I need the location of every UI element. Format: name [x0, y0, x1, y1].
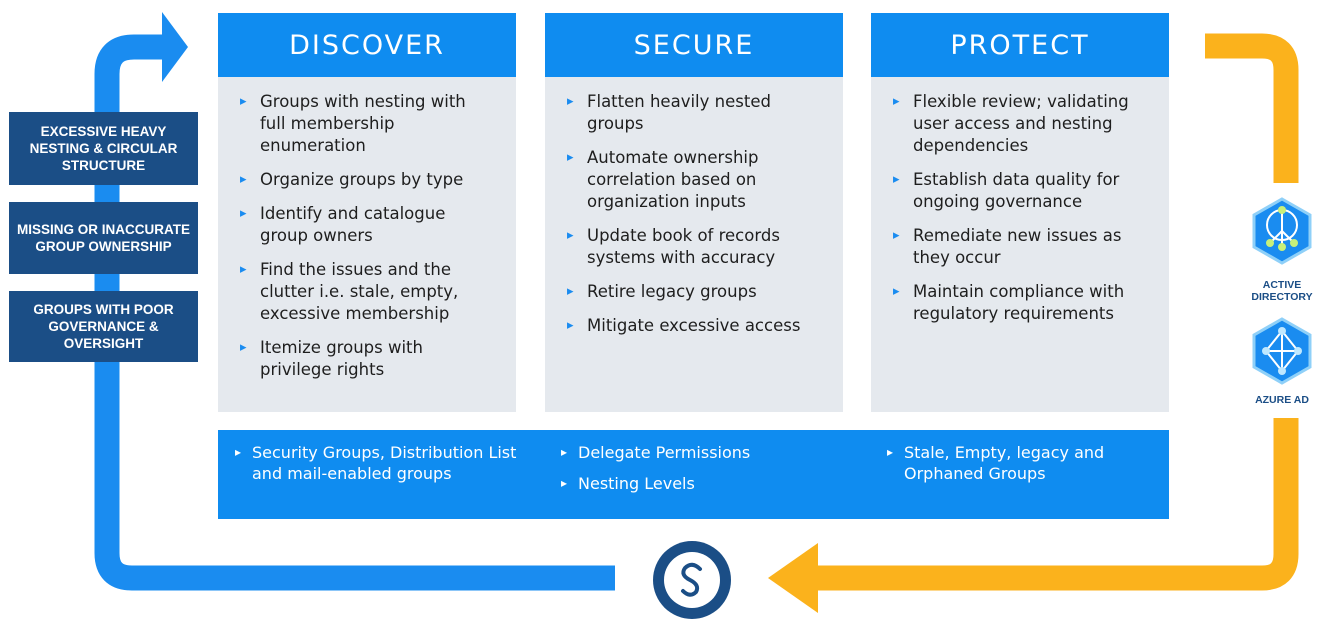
- blue-arrowhead: [162, 12, 188, 82]
- bar-list-protect: Stale, Empty, legacy and Orphaned Groups: [887, 442, 1167, 494]
- list-item: Mitigate excessive access: [567, 315, 823, 337]
- issue-box-ownership: MISSING OR INACCURATE GROUP OWNERSHIP: [9, 202, 198, 274]
- column-title: PROTECT: [871, 13, 1169, 77]
- list-item: Identify and catalogue group owners: [240, 203, 496, 247]
- column-title: SECURE: [545, 13, 843, 77]
- orange-cycle-arrow: [815, 418, 1299, 591]
- bullet-list: Groups with nesting with full membership…: [218, 77, 516, 381]
- active-directory-icon: [1252, 197, 1312, 265]
- bullet-list: Flatten heavily nested groups Automate o…: [545, 77, 843, 337]
- bar-item: Security Groups, Distribution List and m…: [235, 442, 535, 484]
- bar-list-discover: Security Groups, Distribution List and m…: [235, 442, 535, 494]
- list-item: Flatten heavily nested groups: [567, 91, 823, 135]
- list-item: Itemize groups with privilege rights: [240, 337, 496, 381]
- issue-box-governance: GROUPS WITH POOR GOVERNANCE & OVERSIGHT: [9, 291, 198, 362]
- group-types-bar: Security Groups, Distribution List and m…: [218, 430, 1169, 519]
- bar-item: Nesting Levels: [561, 473, 861, 494]
- orange-arrowhead: [768, 543, 818, 613]
- column-secure: SECURE Flatten heavily nested groups Aut…: [545, 13, 843, 412]
- bar-list-secure: Delegate Permissions Nesting Levels: [561, 442, 861, 504]
- list-item: Update book of records systems with accu…: [567, 225, 823, 269]
- s-logo-icon: [653, 541, 731, 619]
- column-protect: PROTECT Flexible review; validating user…: [871, 13, 1169, 412]
- list-item: Flexible review; validating user access …: [893, 91, 1149, 157]
- list-item: Organize groups by type: [240, 169, 496, 191]
- orange-top-arrow-segment: [1205, 33, 1299, 183]
- list-item: Retire legacy groups: [567, 281, 823, 303]
- column-title: DISCOVER: [218, 13, 516, 77]
- list-item: Groups with nesting with full membership…: [240, 91, 496, 157]
- bar-item: Delegate Permissions: [561, 442, 861, 463]
- column-discover: DISCOVER Groups with nesting with full m…: [218, 13, 516, 412]
- list-item: Automate ownership correlation based on …: [567, 147, 823, 213]
- issue-box-nesting: EXCESSIVE HEAVY NESTING & CIRCULAR STRUC…: [9, 112, 198, 185]
- active-directory-label: ACTIVE DIRECTORY: [1251, 279, 1313, 303]
- list-item: Find the issues and the clutter i.e. sta…: [240, 259, 496, 325]
- list-item: Remediate new issues as they occur: [893, 225, 1149, 269]
- azure-ad-icon: [1252, 317, 1312, 385]
- bullet-list: Flexible review; validating user access …: [871, 77, 1169, 325]
- azure-ad-label: AZURE AD: [1255, 394, 1309, 406]
- bar-item: Stale, Empty, legacy and Orphaned Groups: [887, 442, 1167, 484]
- list-item: Establish data quality for ongoing gover…: [893, 169, 1149, 213]
- list-item: Maintain compliance with regulatory requ…: [893, 281, 1149, 325]
